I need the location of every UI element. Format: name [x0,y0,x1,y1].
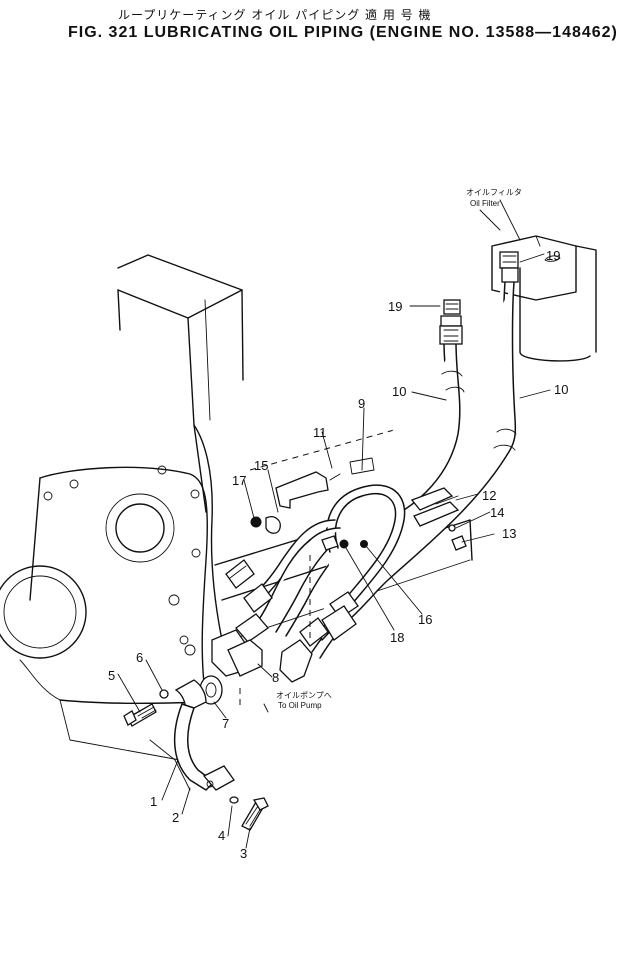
title-english: FIG. 321 LUBRICATING OIL PIPING (ENGINE … [68,24,618,41]
callout-3: 3 [240,846,247,861]
callout-11: 11 [313,425,327,440]
callout-6: 6 [136,650,143,665]
oil-filter-label-jp: オイルフィルタ [466,188,522,197]
callout-18: 18 [390,630,404,645]
hoses [245,281,517,659]
callout-4: 4 [218,828,225,843]
oil-pump-label-en: To Oil Pump [278,701,322,710]
callout-10-left: 10 [392,384,406,399]
callout-1: 1 [150,794,157,809]
leader-lines [117,199,551,849]
callout-8: 8 [272,670,279,685]
callout-numbers: 1 2 3 4 5 6 7 8 9 10 10 11 12 13 14 15 1… [108,248,568,861]
callout-9: 9 [358,396,365,411]
callout-7: 7 [222,716,229,731]
parts-diagram: オイルフィルタ Oil Filter オイルポンプへ To Oil Pump 1… [0,188,597,861]
callout-10-right: 10 [554,382,568,397]
fittings [123,267,519,831]
callout-16: 16 [418,612,432,627]
annotations: オイルフィルタ Oil Filter オイルポンプへ To Oil Pump [276,188,522,710]
callout-19-right: 19 [546,248,560,263]
callout-5: 5 [108,668,115,683]
callout-17: 17 [232,473,246,488]
callout-15: 15 [254,458,268,473]
callout-19-left: 19 [388,299,402,314]
callout-2: 2 [172,810,179,825]
callout-14: 14 [490,505,504,520]
callout-13: 13 [502,526,516,541]
oil-filter-label-en: Oil Filter [470,199,500,208]
callout-12: 12 [482,488,496,503]
title-japanese: ループリケーティング オイル パイピング 適 用 号 機 [118,8,432,22]
oil-filter [479,209,597,362]
oil-pump-label-jp: オイルポンプへ [276,691,332,700]
diagram-stage: ループリケーティング オイル パイピング 適 用 号 機 FIG. 321 LU… [0,8,617,861]
